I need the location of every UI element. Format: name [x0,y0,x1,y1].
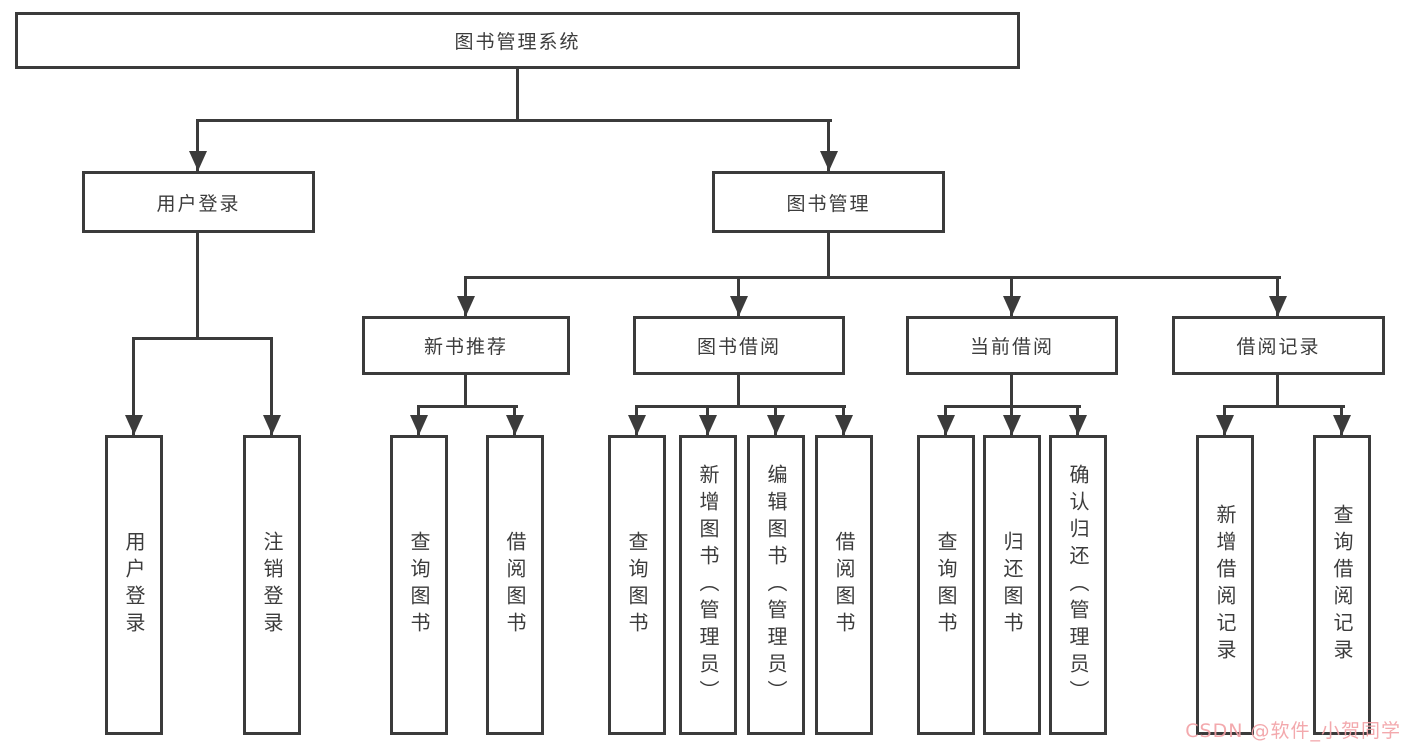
node-query-books-borrowing: 查询图书 [608,435,666,735]
connector-rail [132,337,273,340]
node-query-books-current: 查询图书 [917,435,975,735]
node-label: 确认归还（管理员） [1066,463,1090,707]
node-book-borrowing: 图书借阅 [633,316,845,375]
connector-stem [1010,375,1013,408]
arrow-down-icon [820,151,838,171]
arrow-down-icon [189,151,207,171]
node-label: 查询借阅记录 [1330,504,1354,666]
node-query-borrow-record: 查询借阅记录 [1313,435,1371,735]
node-return-books: 归还图书 [983,435,1041,735]
node-label: 查询图书 [625,531,649,639]
connector-rail [464,276,1281,279]
node-add-books-admin: 新增图书（管理员） [679,435,737,735]
node-label: 新增图书（管理员） [696,463,720,707]
node-user-login: 用户登录 [82,171,315,233]
arrow-down-icon [1216,415,1234,435]
connector-stem [1276,375,1279,408]
node-library-management-system: 图书管理系统 [15,12,1020,69]
node-label: 借阅图书 [503,531,527,639]
connector-stem [827,233,830,279]
node-label: 查询图书 [407,531,431,639]
connector-stem [464,375,467,408]
node-edit-books-admin: 编辑图书（管理员） [747,435,805,735]
arrow-down-icon [628,415,646,435]
node-logout: 注销登录 [243,435,301,735]
node-new-book-recommendation: 新书推荐 [362,316,570,375]
connector-drop [270,337,273,435]
connector-rail [196,119,832,122]
arrow-down-icon [767,415,785,435]
node-label: 新增借阅记录 [1213,504,1237,666]
connector-drop [132,337,135,435]
node-label: 注销登录 [260,531,284,639]
node-query-books-recommend: 查询图书 [390,435,448,735]
csdn-watermark: CSDN @软件_小贺同学 [1185,720,1401,742]
arrow-down-icon [1003,415,1021,435]
node-label: 借阅记录 [1236,336,1321,358]
arrow-down-icon [1003,296,1021,316]
node-label: 用户登录 [122,531,146,639]
arrow-down-icon [1333,415,1351,435]
node-label: 新书推荐 [423,336,508,358]
arrow-down-icon [263,415,281,435]
node-label: 当前借阅 [969,336,1054,358]
node-add-borrow-record: 新增借阅记录 [1196,435,1254,735]
node-label: 用户登录 [156,192,241,215]
arrow-down-icon [410,415,428,435]
node-book-management: 图书管理 [712,171,945,233]
connector-drop [196,119,199,171]
node-label: 图书借阅 [696,336,781,358]
node-label: 图书管理 [786,192,871,215]
connector-rail [635,405,846,408]
connector-rail [417,405,518,408]
connector-drop [827,119,830,171]
node-user-login-leaf: 用户登录 [105,435,163,735]
connector-stem [516,68,519,121]
node-label: 借阅图书 [832,531,856,639]
node-label: 归还图书 [1000,531,1024,639]
arrow-down-icon [1269,296,1287,316]
arrow-down-icon [457,296,475,316]
node-label: 查询图书 [934,531,958,639]
arrow-down-icon [835,415,853,435]
node-borrowing-records: 借阅记录 [1172,316,1385,375]
node-current-borrowing: 当前借阅 [906,316,1118,375]
arrow-down-icon [937,415,955,435]
arrow-down-icon [1069,415,1087,435]
arrow-down-icon [125,415,143,435]
connector-rail [1223,405,1345,408]
arrow-down-icon [699,415,717,435]
arrow-down-icon [730,296,748,316]
node-borrow-books-recommend: 借阅图书 [486,435,544,735]
node-confirm-return-admin: 确认归还（管理员） [1049,435,1107,735]
arrow-down-icon [506,415,524,435]
connector-stem [196,233,199,340]
node-borrow-books-leaf: 借阅图书 [815,435,873,735]
node-label: 编辑图书（管理员） [764,463,788,707]
connector-stem [737,375,740,408]
node-label: 图书管理系统 [454,31,581,53]
